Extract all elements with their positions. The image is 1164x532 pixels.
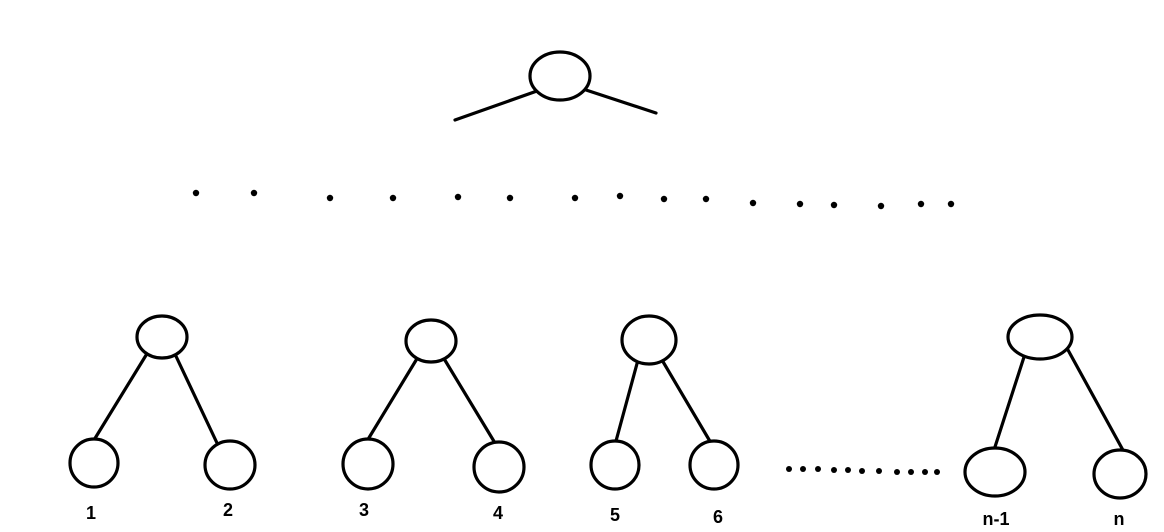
leaf-label: n [1114,509,1125,529]
root-left-edge [453,89,539,122]
ellipsis-dot [908,469,914,475]
root-fragment [453,50,658,122]
ellipsis-dot [894,469,900,475]
subtree-edge [992,355,1026,452]
leaf-label: 2 [223,500,233,520]
subtree-parent-node [404,318,458,364]
ellipsis-dot [796,200,804,208]
leaf-label: 1 [86,503,96,523]
ellipsis-dot [660,195,668,203]
subtree-edge [92,350,150,442]
leaf-label: 3 [359,500,369,520]
subtree-parent-node [620,314,678,366]
ellipsis-dot [877,202,885,210]
middle-ellipsis-dots [192,189,955,210]
ellipsis-dot [831,467,837,473]
leaf-node [1092,448,1148,500]
bottom-ellipsis-dots [786,466,940,475]
ellipsis-dot [876,468,882,474]
leaf-labels: 1 2 3 4 5 6 n-1 n [86,500,1125,529]
ellipsis-dot [922,469,928,475]
leaf-label: 5 [610,505,620,525]
subtree-edge [441,355,497,445]
subtree-edge [1066,348,1126,454]
ellipsis-dot [800,466,806,472]
leaf-node [203,439,257,491]
ellipsis-dot [749,199,757,207]
subtree-edge [660,358,713,445]
ellipsis-dot [859,468,865,474]
subtree-3 [589,314,740,491]
root-right-edge [584,88,658,115]
subtree-edge [172,350,219,445]
ellipsis-dot [830,201,838,209]
ellipsis-dot [616,192,624,200]
leaf-node [472,440,526,494]
ellipsis-dot [934,469,940,475]
ellipsis-dot [845,467,851,473]
ellipsis-dot [917,200,925,208]
ellipsis-dot [786,466,792,472]
ellipsis-dot [815,466,821,472]
ellipsis-dot [571,194,579,202]
ellipsis-dot [192,189,200,197]
ellipsis-dot [454,193,462,201]
subtree-parent-node [1006,313,1074,361]
subtree-parent-node [135,314,189,360]
leaf-node [589,439,641,491]
subtree-2 [341,318,526,494]
subtree-1 [68,314,257,491]
leaf-node [341,437,395,491]
leaf-node [688,439,740,491]
leaf-node [68,437,120,489]
subtree-edge [365,355,420,443]
leaf-node [963,446,1027,498]
ellipsis-dot [702,195,710,203]
ellipsis-dot [947,200,955,208]
leaf-label: 6 [713,507,723,527]
subtree-edge [614,358,640,443]
leaf-label: n-1 [983,509,1010,529]
subtree-4 [963,313,1148,500]
ellipsis-dot [250,189,258,197]
leaf-label: 4 [493,503,503,523]
ellipsis-dot [326,194,334,202]
ellipsis-dot [506,194,514,202]
ellipsis-dot [389,194,397,202]
root-node [528,50,592,102]
